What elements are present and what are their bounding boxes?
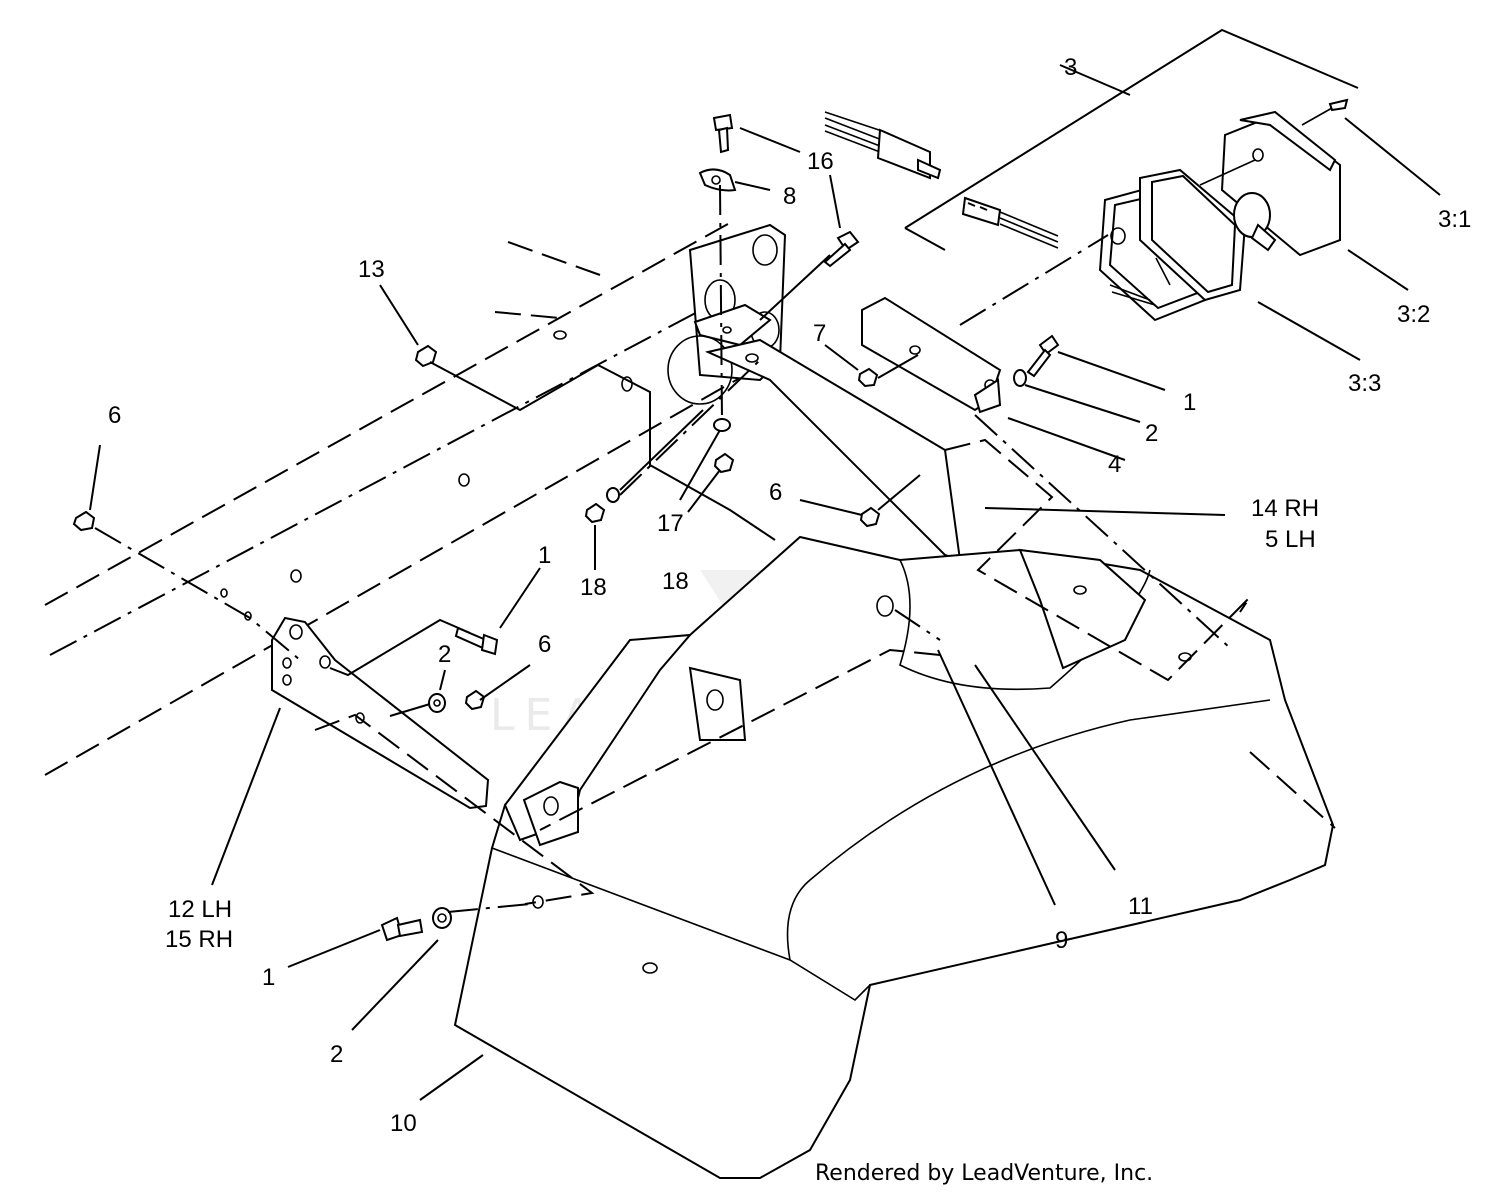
fender bbox=[453, 535, 1335, 1179]
callout-2-bottom: 2 bbox=[330, 1041, 343, 1068]
callout-3: 3 bbox=[1064, 54, 1077, 81]
callout-3-3: 3:3 bbox=[1348, 370, 1381, 397]
callout-3-1: 3:1 bbox=[1438, 206, 1471, 233]
callout-6-center: 6 bbox=[769, 479, 782, 506]
callout-5-lh: 5 LH bbox=[1265, 526, 1316, 553]
callout-7: 7 bbox=[813, 320, 826, 347]
callout-16: 16 bbox=[807, 148, 834, 175]
callout-18-left: 18 bbox=[580, 574, 607, 601]
callout-labels: 3 3:1 3:2 3:3 16 8 13 7 1 2 4 6 6 17 18 … bbox=[108, 54, 1471, 1137]
callout-11: 11 bbox=[1128, 893, 1153, 920]
callout-6-left: 6 bbox=[108, 402, 121, 429]
mounting-bracket-upper bbox=[667, 223, 962, 562]
callout-6-mid: 6 bbox=[538, 631, 551, 658]
callout-4: 4 bbox=[1108, 451, 1121, 478]
callout-10: 10 bbox=[390, 1110, 417, 1137]
callout-1-bottom: 1 bbox=[262, 964, 275, 991]
callout-2-top: 2 bbox=[1145, 420, 1158, 447]
callout-18-right: 18 bbox=[662, 568, 689, 595]
light-bracket bbox=[861, 296, 1002, 414]
callout-1-mid: 1 bbox=[538, 542, 551, 569]
callout-13: 13 bbox=[358, 256, 385, 283]
callout-12-lh: 12 LH bbox=[168, 896, 232, 923]
callout-1-top: 1 bbox=[1183, 389, 1196, 416]
callout-8: 8 bbox=[783, 183, 796, 210]
callout-17: 17 bbox=[657, 510, 684, 537]
frame-phantom-lines bbox=[44, 219, 781, 776]
render-credit: Rendered by LeadVenture, Inc. bbox=[815, 1161, 1153, 1186]
wire-harness bbox=[824, 111, 1059, 249]
callout-9: 9 bbox=[1055, 927, 1068, 954]
callout-3-2: 3:2 bbox=[1397, 301, 1430, 328]
tail-light-assembly bbox=[1098, 98, 1349, 322]
callout-14-rh: 14 RH bbox=[1251, 495, 1319, 522]
side-bracket-lower bbox=[271, 616, 490, 810]
leader-lines bbox=[89, 28, 1441, 1101]
callout-2-mid: 2 bbox=[438, 641, 451, 668]
callout-15-rh: 15 RH bbox=[165, 926, 233, 953]
